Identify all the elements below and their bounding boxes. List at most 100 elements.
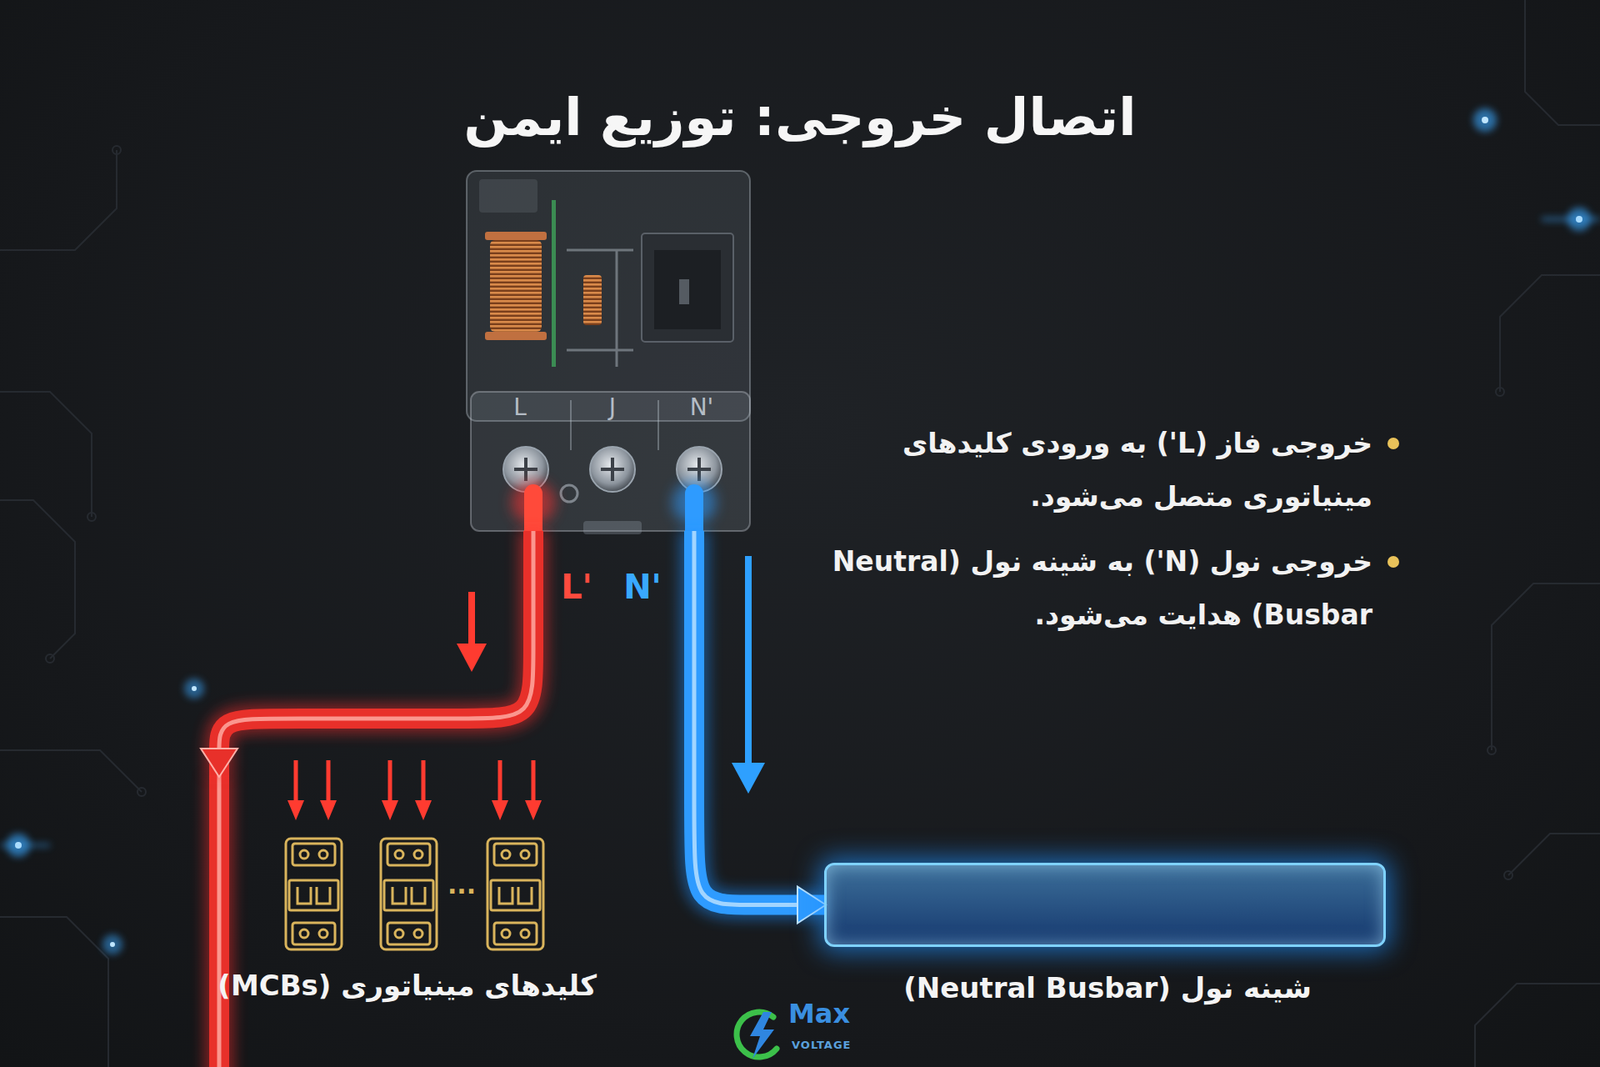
circuit-traces-part [1491,583,1600,750]
mcb-symbol-part [285,838,342,950]
rcd-illustration-part [590,446,635,492]
circuit-traces-part [0,500,75,659]
wire-highlight [219,530,534,775]
rcd-illustration-part [583,275,602,325]
watermark-logo-part [750,1011,775,1059]
mcb-symbol-part [501,929,510,938]
wire-body [219,530,534,775]
wire-label: L' [560,566,593,607]
arrowhead [200,748,238,777]
rcd-illustration [466,170,750,535]
watermark: VOLTAGE [791,1039,852,1050]
watermark-logo [736,1011,777,1059]
mcb-group: کلیدهای مینیاتوری (MCBs) [200,775,600,1013]
group-label: کلیدهای مینیاتوری (MCBs) [217,968,597,1003]
mcb-symbol [285,838,342,950]
phase-wire-continuation [219,775,220,1067]
mcb-feed-arrows-part [287,800,305,820]
mcb-symbol-part [392,886,425,904]
mcb-symbol-part [501,850,510,859]
circuit-traces-part [0,150,117,250]
circuit-traces-part [1495,387,1505,396]
rcd-device: LJN' [464,168,755,531]
rcd-illustration-part [566,250,634,367]
mcb-symbol-part [319,929,328,938]
wire-highlight [694,530,825,905]
circuit-traces-part [137,787,146,796]
mcb-symbol-part [395,850,404,859]
mcb-symbol-part [494,843,537,865]
glow-dots-part [184,678,205,699]
mcb-feed-arrows-part [415,800,432,820]
mcb-symbol-part [300,850,309,859]
circuit-traces-part [112,145,121,155]
mcb-feed-arrows-part [320,800,337,820]
mcb-symbol-part [414,929,423,938]
rcd-illustration-part [654,250,721,330]
rcd-illustration-part [524,493,543,534]
flow-arrow-part [745,555,752,771]
mcb-feed-arrows-part [295,760,534,805]
circuit-traces-part [1525,0,1600,125]
mcb-symbol-part [499,886,532,904]
mcb-symbol-part [300,929,309,938]
phase-wire-continuation-part [209,775,230,1067]
busbar-label: شینه نول (Neutral Busbar) [903,970,1312,1005]
mcb-symbol-part [520,850,530,859]
phase-wire-continuation-part [204,775,235,1067]
rcd-illustration-part [600,457,625,481]
rcd-illustration-part [485,231,547,240]
mcb-feed-arrows [287,760,542,820]
wire-body [694,530,825,905]
terminal-marking: J [609,393,616,422]
rcd-illustration-part [514,457,538,481]
diagram-title: اتصال خروجی: توزیع ایمن [0,86,1600,149]
bullet-note: خروجی نول (N') به شینه نول (Neutral Busb… [805,535,1373,642]
mcb-symbol-part [292,922,335,945]
bullet-note: خروجی فاز (L') به ورودی کلیدهای مینیاتور… [805,416,1373,524]
wire-label: N' [623,566,662,607]
mcb-symbol-part [380,838,437,950]
phase-wire [200,530,534,777]
rcd-illustration-part [570,400,659,450]
glow-dots-part [0,843,50,847]
circuit-traces-part [1500,275,1600,392]
mcb-feed-arrows-part [491,800,509,820]
wire-glow [219,530,534,775]
flow-arrow-part [456,643,487,672]
glow-dots-part [1473,108,1497,132]
glow-dots-part [1541,217,1600,221]
rcd-illustration-part [485,331,547,340]
flow-arrow [731,555,765,794]
flow-arrow-part [731,762,765,794]
watermark: Max [788,1000,850,1027]
flow-arrow-part [468,591,475,650]
flow-arrow [456,591,487,672]
glow-dots-part [110,941,115,947]
neutral-busbar: شینه نول (Neutral Busbar) [824,862,1386,947]
mcb-symbol-part [487,838,544,950]
rcd-illustration-part [641,233,734,342]
rcd-illustration-part [685,493,704,534]
mcb-symbol-part [387,843,430,865]
circuit-traces-part [0,750,142,792]
ellipsis: ... [447,870,476,900]
terminal-marking: L [513,393,527,422]
mcb-symbol-part [520,929,530,938]
mcb-feed-arrows-part [525,800,542,820]
circuit-traces-part [1487,745,1496,755]
rcd-illustration-part [560,485,578,502]
rcd-illustration-part [583,520,642,535]
mcb-symbol-part [289,880,339,910]
circuit-traces-part [1475,983,1600,1067]
circuit-traces-part [87,512,96,521]
neutral-wire [694,530,826,924]
mcb-symbol-part [297,886,330,904]
glow-dots-part [102,934,123,955]
rcd-illustration-part [466,170,750,421]
mcb-symbol-part [414,850,423,859]
